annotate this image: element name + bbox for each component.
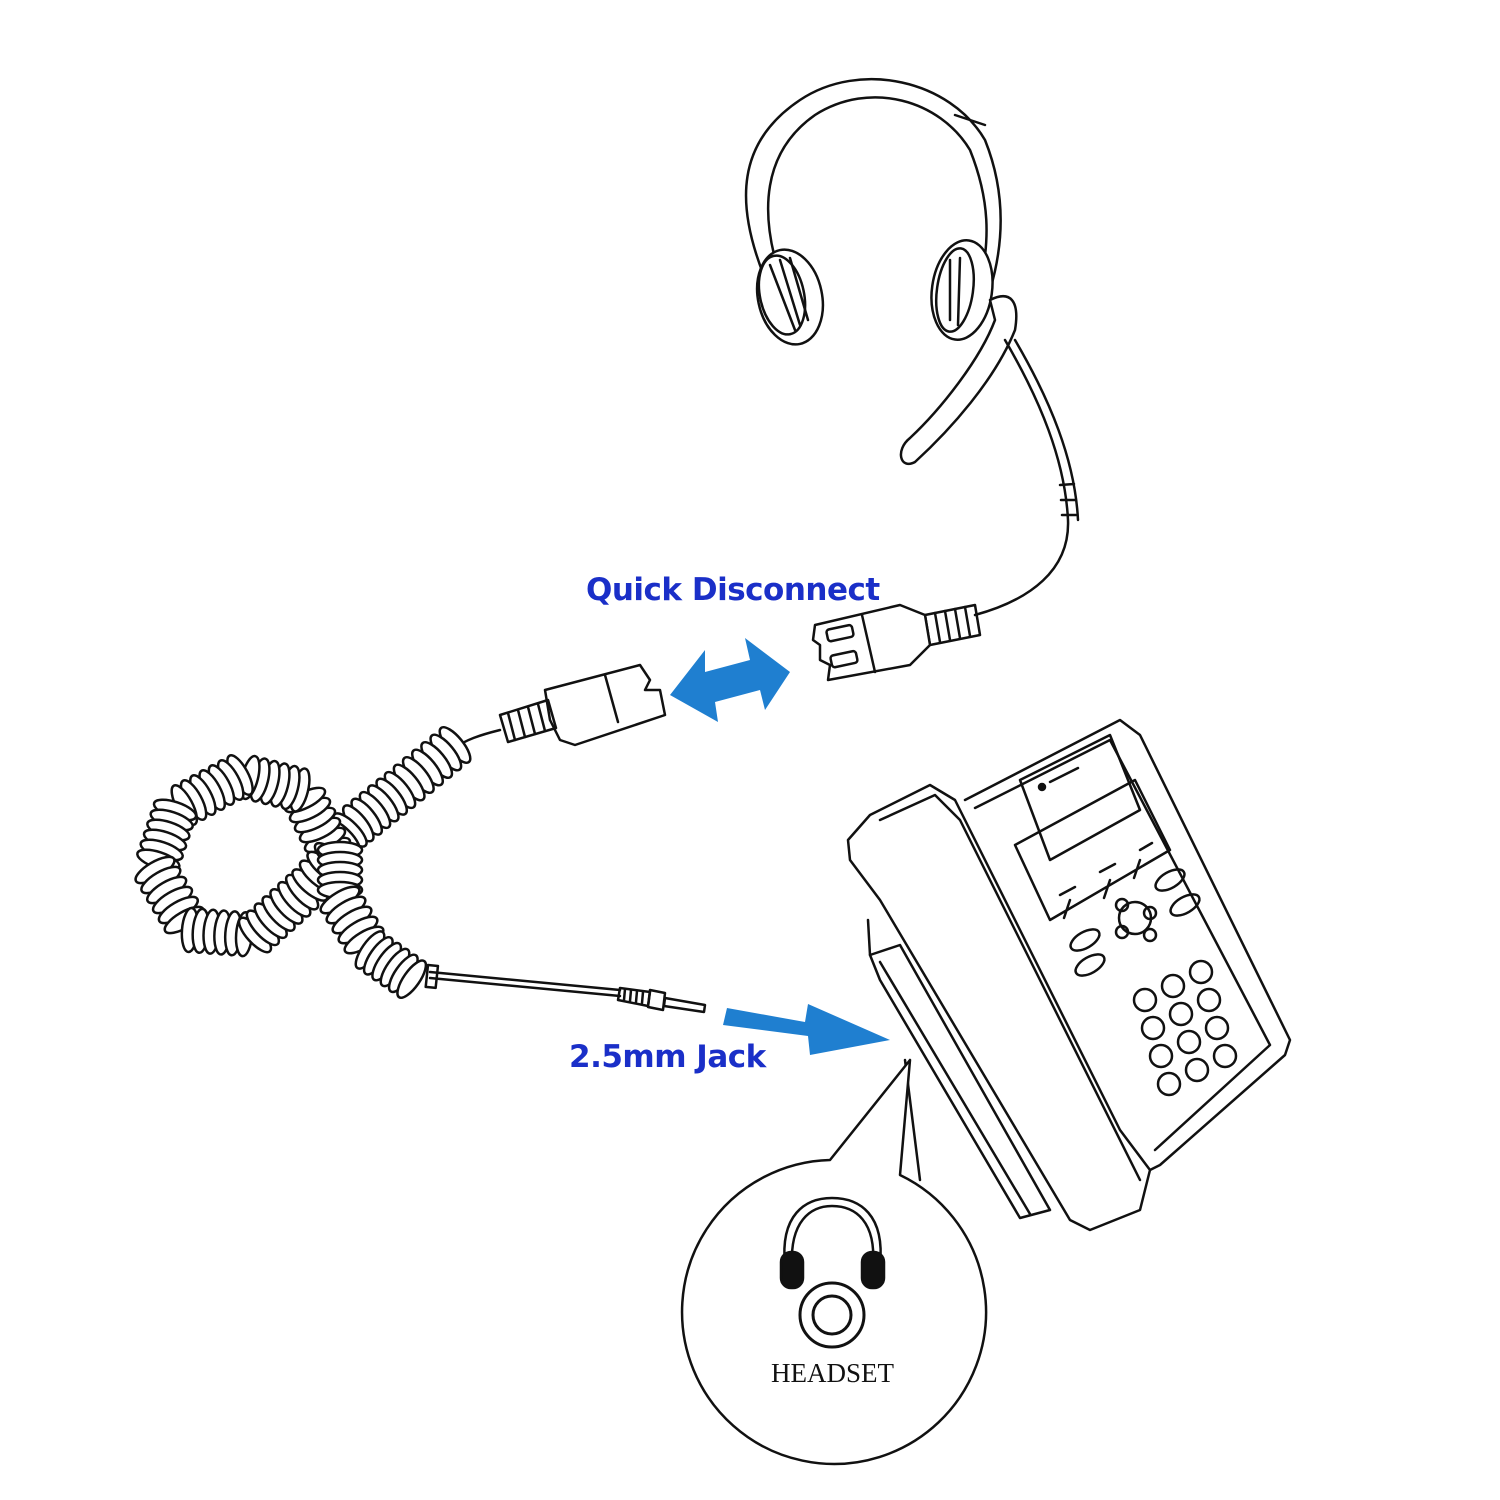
qd-connector-headset (811, 603, 982, 682)
desk-phone-icon (846, 718, 1292, 1232)
arrow-right-icon (723, 1004, 890, 1055)
jack-label: 2.5mm Jack (569, 1039, 766, 1075)
keypad-key (1156, 1071, 1182, 1097)
keypad-key (1160, 973, 1186, 999)
keypad-key (1196, 987, 1222, 1013)
qd-connector-cord (453, 663, 667, 750)
keypad-key (1204, 1015, 1230, 1041)
keypad-key (1188, 959, 1214, 985)
coil-cord (134, 725, 472, 1000)
headset-port-callout (680, 1058, 988, 1466)
keypad-key (1212, 1043, 1238, 1069)
keypad-key (1132, 987, 1158, 1013)
double-arrow-icon (670, 638, 790, 722)
keypad-key (1148, 1043, 1174, 1069)
keypad-key (1184, 1057, 1210, 1083)
headset-port-label: HEADSET (771, 1358, 894, 1388)
keypad-key (1176, 1029, 1202, 1055)
headset-icon (744, 78, 1080, 617)
coil-loop (396, 959, 428, 1000)
jack-plug (424, 963, 707, 1014)
headset-port-icon (779, 1196, 886, 1349)
keypad-key (1168, 1001, 1194, 1027)
quick-disconnect-label: Quick Disconnect (586, 572, 880, 608)
keypad-key (1140, 1015, 1166, 1041)
